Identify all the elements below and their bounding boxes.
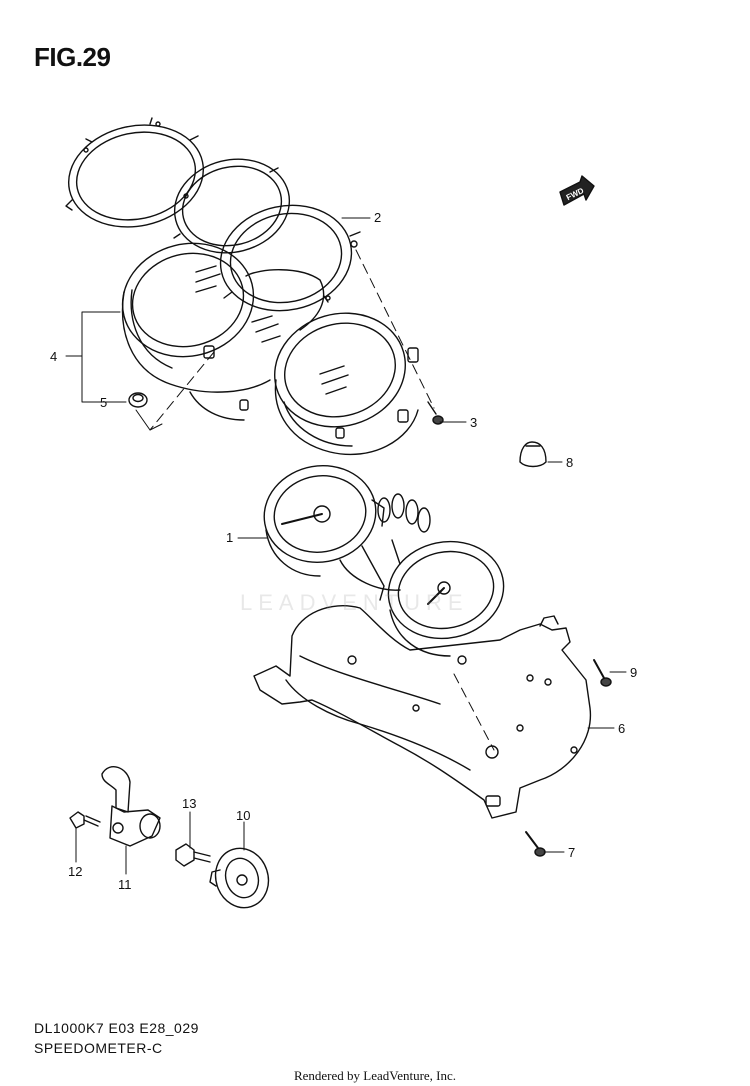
callout-12: 12: [68, 864, 82, 879]
diagram-code: DL1000K7 E03 E28_029: [34, 1020, 199, 1036]
screw-part-9: [593, 659, 612, 687]
callout-6: 6: [618, 721, 625, 736]
callout-2: 2: [374, 210, 381, 225]
bolt-part-13: [175, 843, 211, 867]
fwd-arrow-icon: FWD: [559, 175, 595, 206]
grommet-part-5: [128, 392, 148, 408]
callout-5: 5: [100, 395, 107, 410]
meter-case-assembly: [121, 242, 419, 456]
diagram-name: SPEEDOMETER-C: [34, 1040, 163, 1056]
gauge-faces-part-1: [263, 465, 505, 657]
leader-lines: [65, 217, 627, 875]
callout-4: 4: [50, 349, 57, 364]
callout-8: 8: [566, 455, 573, 470]
trim-ring-right: [219, 204, 361, 312]
callout-10: 10: [236, 808, 250, 823]
callout-11: 11: [118, 877, 132, 892]
callout-1: 1: [226, 530, 233, 545]
rendered-by-credit: Rendered by LeadVenture, Inc.: [293, 1068, 457, 1083]
grommet-guide: [135, 409, 163, 431]
bolt-part-12: [69, 811, 101, 829]
callout-13: 13: [182, 796, 196, 811]
callout-3: 3: [470, 415, 477, 430]
sensor-part-11: [101, 765, 161, 847]
trim-ring-middle: [173, 158, 291, 254]
watermark: LEADVENTURE: [240, 590, 469, 615]
lower-case-part-6: [253, 605, 592, 819]
figure-title: FIG.29: [34, 42, 111, 72]
callout-7: 7: [568, 845, 575, 860]
gear-part-10: [209, 847, 270, 909]
cap-part-8: [519, 441, 547, 468]
callout-9: 9: [630, 665, 637, 680]
alignment-lines: [149, 249, 495, 751]
screw-part-3: [427, 401, 444, 425]
trim-ring-left: [65, 117, 205, 228]
screw-part-7: [525, 831, 546, 857]
